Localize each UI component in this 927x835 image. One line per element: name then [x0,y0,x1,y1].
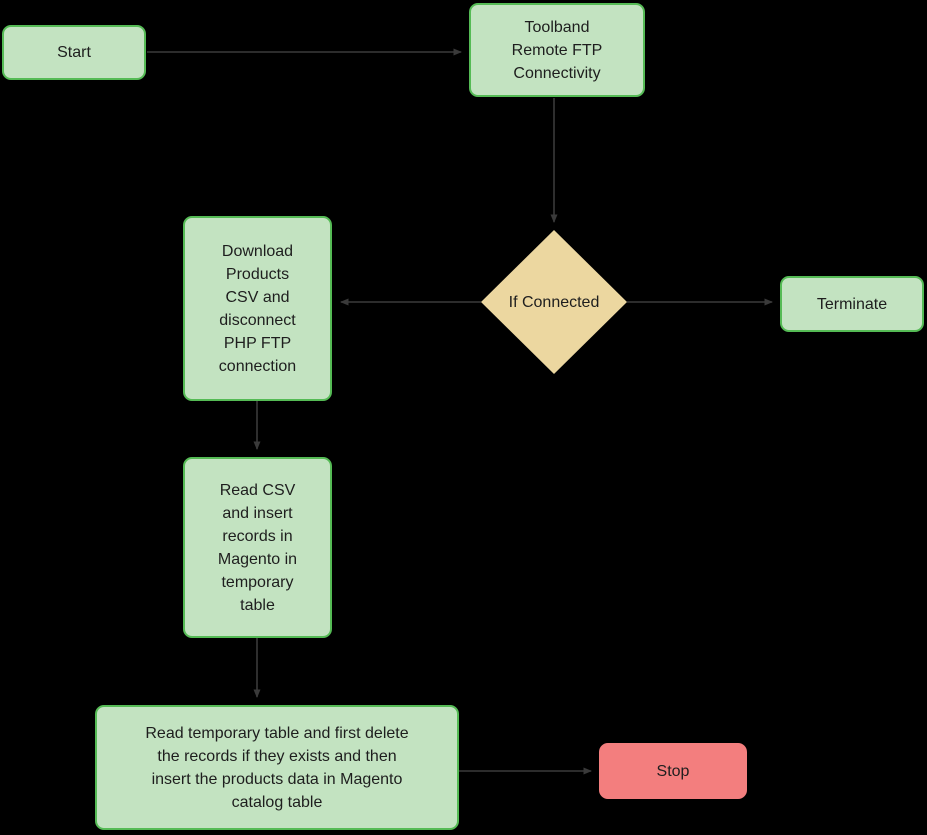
flow-node-terminate: Terminate [780,276,924,332]
flow-node-decision-label: If Connected [508,293,600,311]
flow-node-download-label: Download Products CSV and disconnect PHP… [218,242,297,375]
flow-node-download-products-csv: Download Products CSV and disconnect PHP… [183,216,332,401]
flow-node-read-temporary-table: Read temporary table and first delete th… [95,705,459,830]
flow-node-if-connected-decision: If Connected [481,230,627,374]
flow-node-stop: Stop [599,743,747,799]
flow-node-read-csv-insert-records: Read CSV and insert records in Magento i… [183,457,332,638]
flow-node-toolband-label: Toolband Remote FTP Connectivity [511,18,603,82]
flow-node-stop-label: Stop [656,762,690,780]
flow-node-start: Start [2,25,146,80]
flow-node-read-csv-label: Read CSV and insert records in Magento i… [217,481,298,614]
flow-node-start-label: Start [57,44,91,61]
flow-node-toolband-remote-ftp: Toolband Remote FTP Connectivity [469,3,645,97]
flow-node-read-temp-label: Read temporary table and first delete th… [145,724,409,811]
flow-node-terminate-label: Terminate [816,295,888,313]
